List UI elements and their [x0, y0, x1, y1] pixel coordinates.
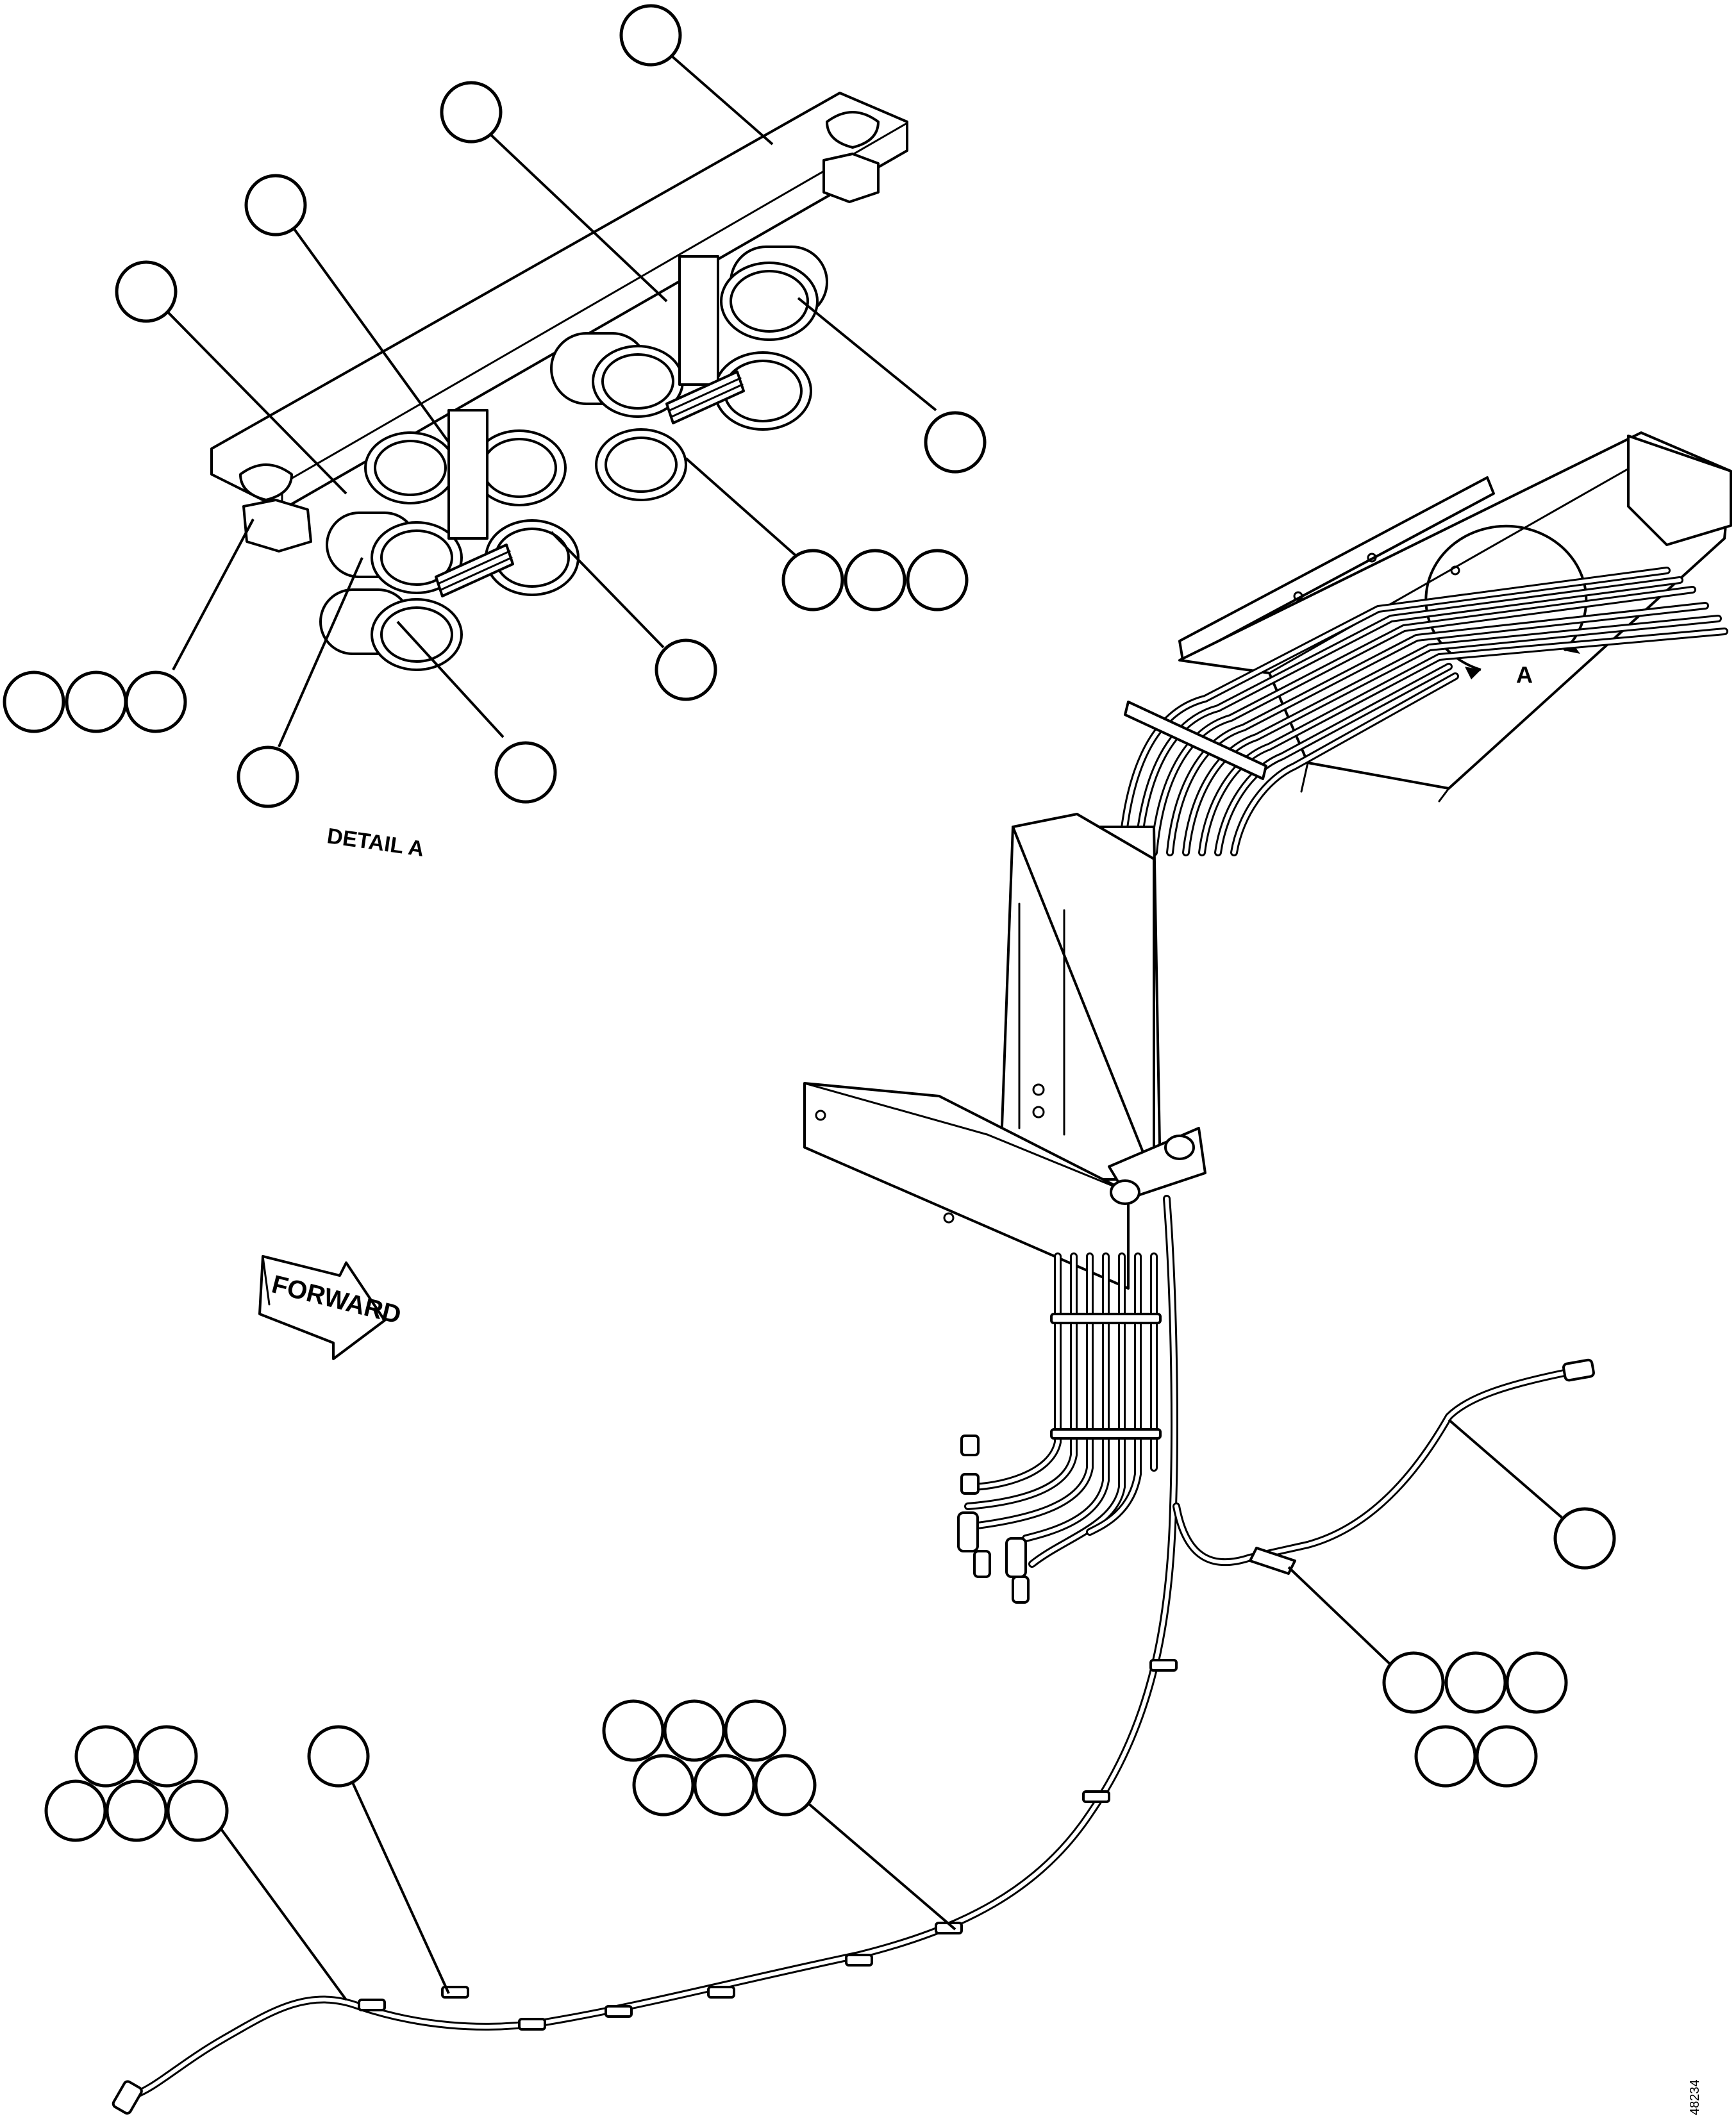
lug-hole: [1164, 1135, 1195, 1160]
nut-left: [242, 499, 312, 553]
callout-bubble: [237, 745, 299, 808]
callout-bubble: [3, 670, 65, 733]
callout-bubble: [781, 549, 844, 611]
callout-bubble: [440, 81, 503, 144]
long-hose-route: [112, 1195, 1178, 2115]
callout-bubble: [1444, 1651, 1507, 1714]
main-callouts: [44, 1507, 1616, 1842]
callout-bubble: [494, 741, 557, 804]
callout-bubble: [1382, 1651, 1445, 1714]
callout-bubble: [124, 670, 187, 733]
callout-bubble: [1414, 1725, 1477, 1788]
main-assembly: A: [44, 431, 1732, 2115]
drawing-number: 48234: [1688, 2079, 1702, 2115]
callout-bubble: [1553, 1507, 1616, 1570]
callout-bubble: [44, 1779, 107, 1842]
callout-bubble: [924, 411, 987, 474]
callout-bubble: [65, 670, 128, 733]
callout-bubble: [244, 174, 307, 237]
callout-bubble: [1475, 1725, 1538, 1788]
callout-bubble: [693, 1754, 756, 1817]
callout-bubble: [135, 1725, 198, 1788]
lug-hole: [1110, 1179, 1140, 1205]
callout-bubble: [754, 1754, 817, 1817]
hose-bundle-lower: [957, 1252, 1162, 1604]
callout-bubble: [663, 1699, 726, 1762]
callout-bubble: [74, 1725, 137, 1788]
callout-bubble: [166, 1779, 229, 1842]
callout-bubble: [105, 1779, 168, 1842]
vertical-plate: [999, 813, 1162, 1181]
detail-leaders: [162, 53, 937, 747]
callout-bubble: [724, 1699, 787, 1762]
clamp-lower-left: [319, 409, 580, 671]
mounting-bar: [210, 92, 908, 553]
clamp-upper-right: [550, 245, 828, 501]
main-leaders: [213, 1418, 1569, 2001]
forward-arrow: FORWARD: [258, 1255, 404, 1360]
callout-bubble: [619, 4, 682, 67]
callout-bubble: [632, 1754, 695, 1817]
nut-right: [822, 153, 880, 203]
hose-bundle-upper: [1118, 567, 1728, 856]
callout-bubble: [602, 1699, 665, 1762]
view-a-label: A: [1516, 661, 1533, 688]
callout-bubble: [844, 549, 906, 611]
detail-a-view: DETAIL A: [3, 4, 987, 861]
callout-bubble: [307, 1725, 370, 1788]
right-branch-hose: [1173, 1358, 1595, 1575]
lower-bracket: [803, 1082, 1206, 1290]
detail-callouts: [3, 4, 987, 808]
callout-bubble: [906, 549, 969, 611]
callout-bubble: [655, 638, 717, 701]
detail-a-label: DETAIL A: [326, 824, 426, 861]
callout-bubble: [1505, 1651, 1568, 1714]
callout-bubble: [115, 260, 178, 323]
